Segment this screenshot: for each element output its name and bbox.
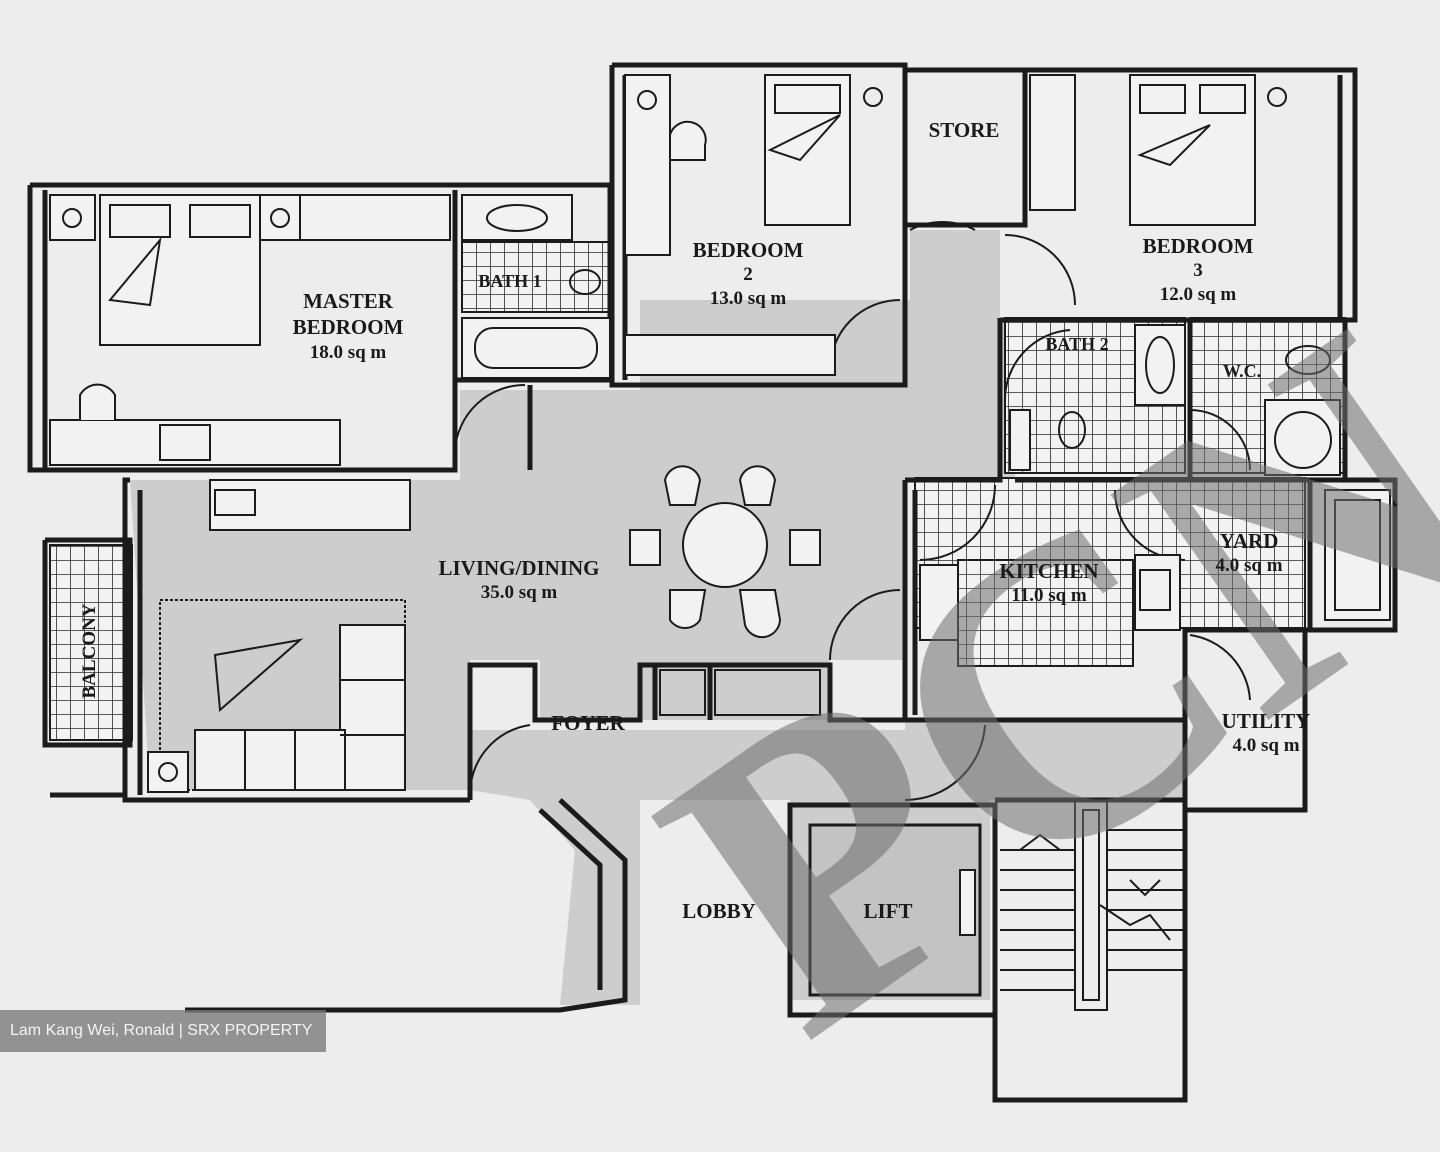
wc-name: W.C. bbox=[1222, 361, 1262, 381]
label-lift: LIFT bbox=[863, 898, 912, 924]
lobby-name: LOBBY bbox=[682, 899, 756, 923]
store-name: STORE bbox=[928, 118, 1000, 142]
credit-banner: Lam Kang Wei, Ronald | SRX PROPERTY bbox=[0, 1010, 326, 1052]
furniture bbox=[49, 74, 1391, 936]
label-bedroom-3: BEDROOM 3 12.0 sq m bbox=[1143, 233, 1254, 307]
utility-area: 4.0 sq m bbox=[1232, 735, 1300, 757]
bedroom-3-number: 3 bbox=[1193, 260, 1203, 282]
yard-name: YARD bbox=[1219, 529, 1279, 553]
bath-2-name: BATH 2 bbox=[1045, 334, 1109, 354]
lift-name: LIFT bbox=[863, 899, 913, 923]
utility-name: UTILITY bbox=[1221, 709, 1311, 733]
label-balcony: BALCONY bbox=[79, 601, 101, 701]
label-utility: UTILITY 4.0 sq m bbox=[1222, 708, 1311, 758]
master-bedroom-name-1: MASTER bbox=[303, 289, 393, 313]
bedroom-2-number: 2 bbox=[743, 264, 753, 286]
master-bedroom-name-2: BEDROOM bbox=[292, 315, 404, 340]
yard-area: 4.0 sq m bbox=[1215, 555, 1283, 577]
label-foyer: FOYER bbox=[551, 710, 625, 736]
label-store: STORE bbox=[929, 117, 1000, 143]
label-bath-2: BATH 2 bbox=[1045, 333, 1108, 356]
label-master-bedroom: MASTER BEDROOM 18.0 sq m bbox=[293, 288, 404, 364]
bedroom-2-area: 13.0 sq m bbox=[709, 288, 787, 309]
bath-1-name: BATH 1 bbox=[478, 271, 542, 291]
bedroom-2-name: BEDROOM bbox=[692, 238, 804, 262]
label-kitchen: KITCHEN 11.0 sq m bbox=[999, 558, 1098, 608]
foyer-name: FOYER bbox=[551, 711, 625, 735]
master-bedroom-area: 18.0 sq m bbox=[309, 341, 387, 363]
label-lobby: LOBBY bbox=[682, 898, 756, 924]
kitchen-name: KITCHEN bbox=[999, 559, 1099, 583]
label-living-dining: LIVING/DINING 35.0 sq m bbox=[438, 555, 599, 605]
label-bath-1: BATH 1 bbox=[478, 270, 541, 293]
living-dining-area: 35.0 sq m bbox=[480, 582, 558, 604]
kitchen-area: 11.0 sq m bbox=[1011, 585, 1087, 607]
label-wc: W.C. bbox=[1223, 360, 1261, 383]
bedroom-3-area: 12.0 sq m bbox=[1159, 284, 1237, 305]
label-yard: YARD 4.0 sq m bbox=[1215, 528, 1282, 578]
bedroom-3-name: BEDROOM bbox=[1142, 234, 1254, 258]
staircase bbox=[1000, 799, 1185, 1011]
balcony-name: BALCONY bbox=[79, 603, 100, 699]
credit-text: Lam Kang Wei, Ronald | SRX PROPERTY bbox=[10, 1022, 313, 1039]
door-swings bbox=[454, 220, 1251, 802]
living-dining-name: LIVING/DINING bbox=[438, 556, 600, 580]
tiled-areas bbox=[49, 241, 1346, 741]
label-bedroom-2: BEDROOM 2 13.0 sq m bbox=[693, 237, 804, 311]
